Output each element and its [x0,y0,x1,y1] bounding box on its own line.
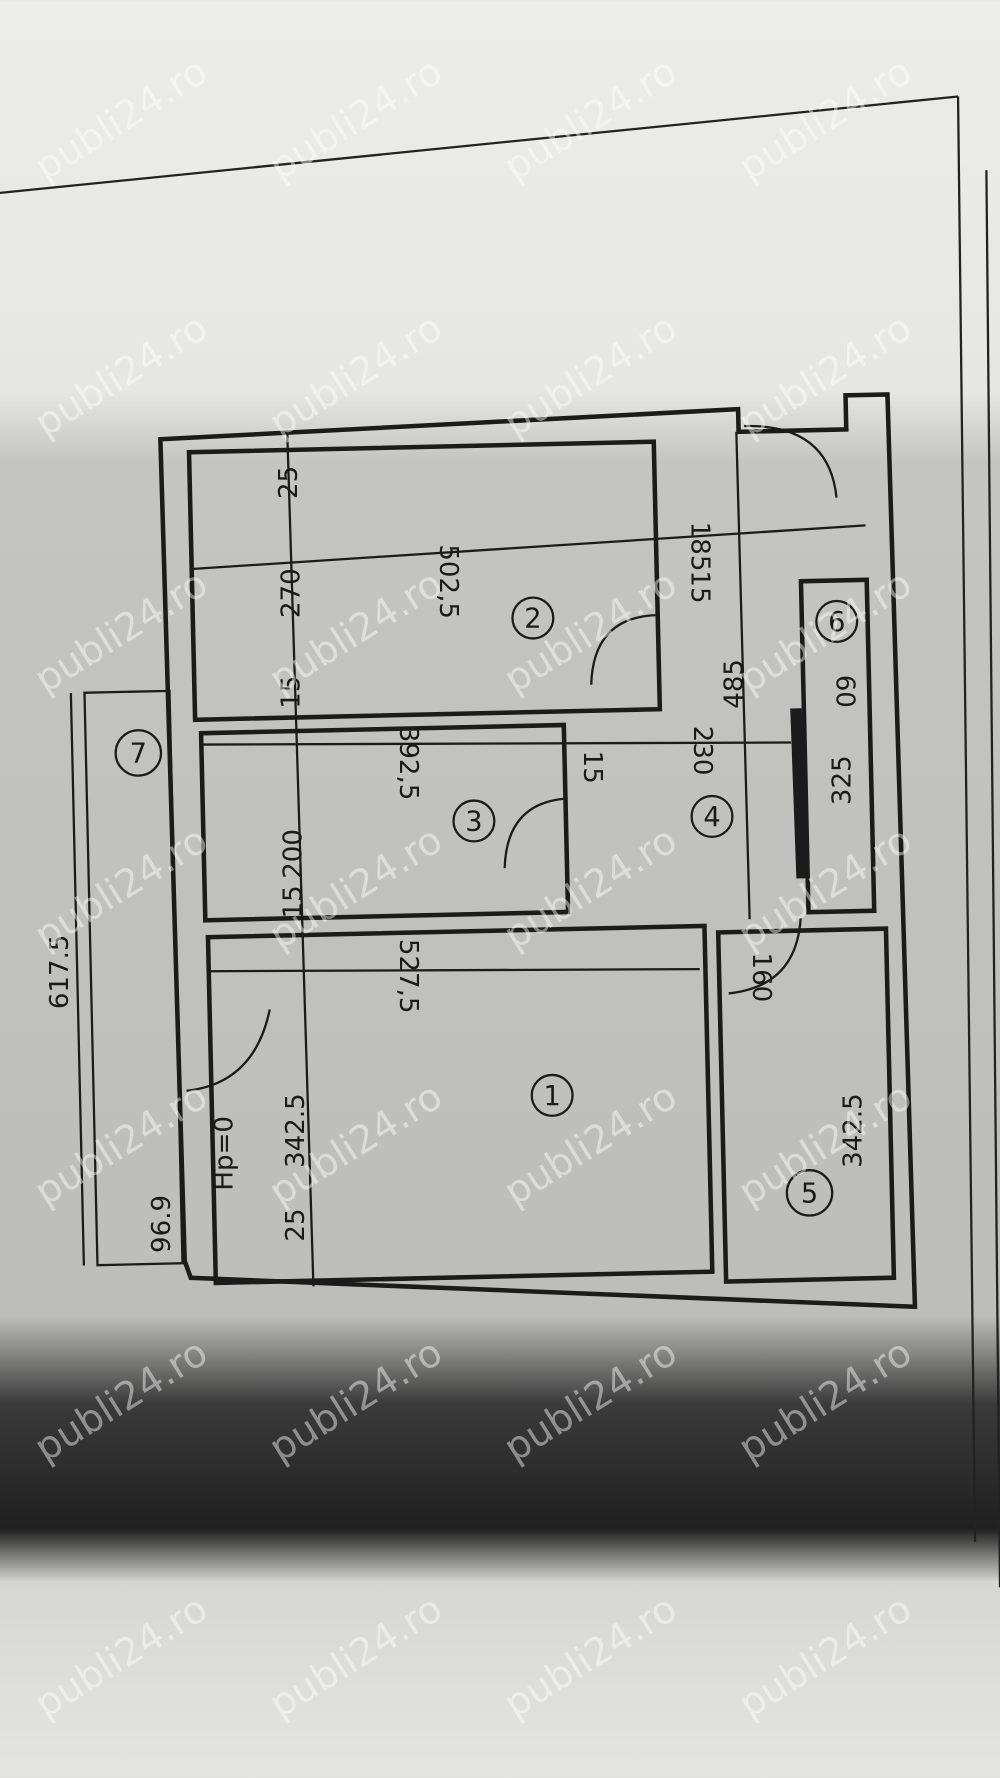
dim-balcony-depth: 96.9 [147,1195,177,1253]
dim-hall-length: 485 [720,659,750,709]
svg-text:6: 6 [828,607,845,638]
door-room-1 [186,1009,271,1092]
svg-text:1: 1 [543,1081,560,1112]
room-number-3: 3 [452,799,496,843]
svg-text:3: 3 [465,807,482,838]
dim-left-b: 342.5 [281,1093,311,1168]
door-entry [744,424,838,498]
svg-text:2: 2 [524,604,541,635]
dim-left-c: 15 [279,885,309,918]
dim-line-room1 [208,968,700,973]
dim-room3-width: 392,5 [393,726,423,801]
door-room-5 [728,918,802,995]
floor-plan [69,392,918,1310]
dim-line-room3 [201,741,792,746]
room-number-2: 2 [511,596,555,640]
page-border-right [956,96,977,1543]
dim-hall-a: 230 [687,726,717,776]
dim-room2-width: 502,5 [433,544,463,619]
dim-hall-b: 15 [577,751,607,784]
dim-balcony-length: 617.5 [45,935,75,1010]
dim-bath-b: 60 [830,675,860,708]
page-border-right-2 [985,170,1000,1588]
room-2 [186,439,663,723]
dim-left-g: 25 [274,466,304,499]
room-number-4: 4 [690,794,734,838]
dim-line-vertical [286,430,315,1287]
room-1 [205,923,715,1286]
svg-text:5: 5 [801,1178,818,1209]
dim-line-room2 [191,524,866,571]
outer-wall [158,392,918,1310]
room-number-1: 1 [530,1073,574,1117]
room-number-7: 7 [114,729,163,777]
radiator-symbol [790,708,808,879]
room-6 [798,577,877,915]
door-room-2 [590,613,658,685]
dim-left-d: 200 [279,829,309,879]
dim-bath-a: 325 [827,755,857,805]
dim-line-hall [735,431,751,920]
dim-left-f: 270 [276,568,306,618]
dim-hall-d: 15 [685,570,715,603]
room-5 [715,926,897,1284]
svg-text:7: 7 [130,739,147,770]
dim-room5-length: 342.5 [839,1093,869,1168]
dim-hall-c: 185 [685,522,715,572]
balcony-7 [83,689,184,1267]
room-number-5: 5 [785,1169,834,1217]
room-number-6: 6 [815,599,859,643]
level-label: Hp=0 [209,1116,239,1191]
room-3 [198,722,571,923]
dim-left-e: 15 [276,676,306,709]
dim-room1-width: 527,5 [393,939,423,1014]
door-room-3 [503,797,566,869]
dim-door: 160 [746,952,776,1002]
page-border-top [0,95,959,194]
balcony-dim-line [69,693,86,1266]
dim-left-a: 25 [281,1208,311,1241]
svg-text:4: 4 [703,802,720,833]
